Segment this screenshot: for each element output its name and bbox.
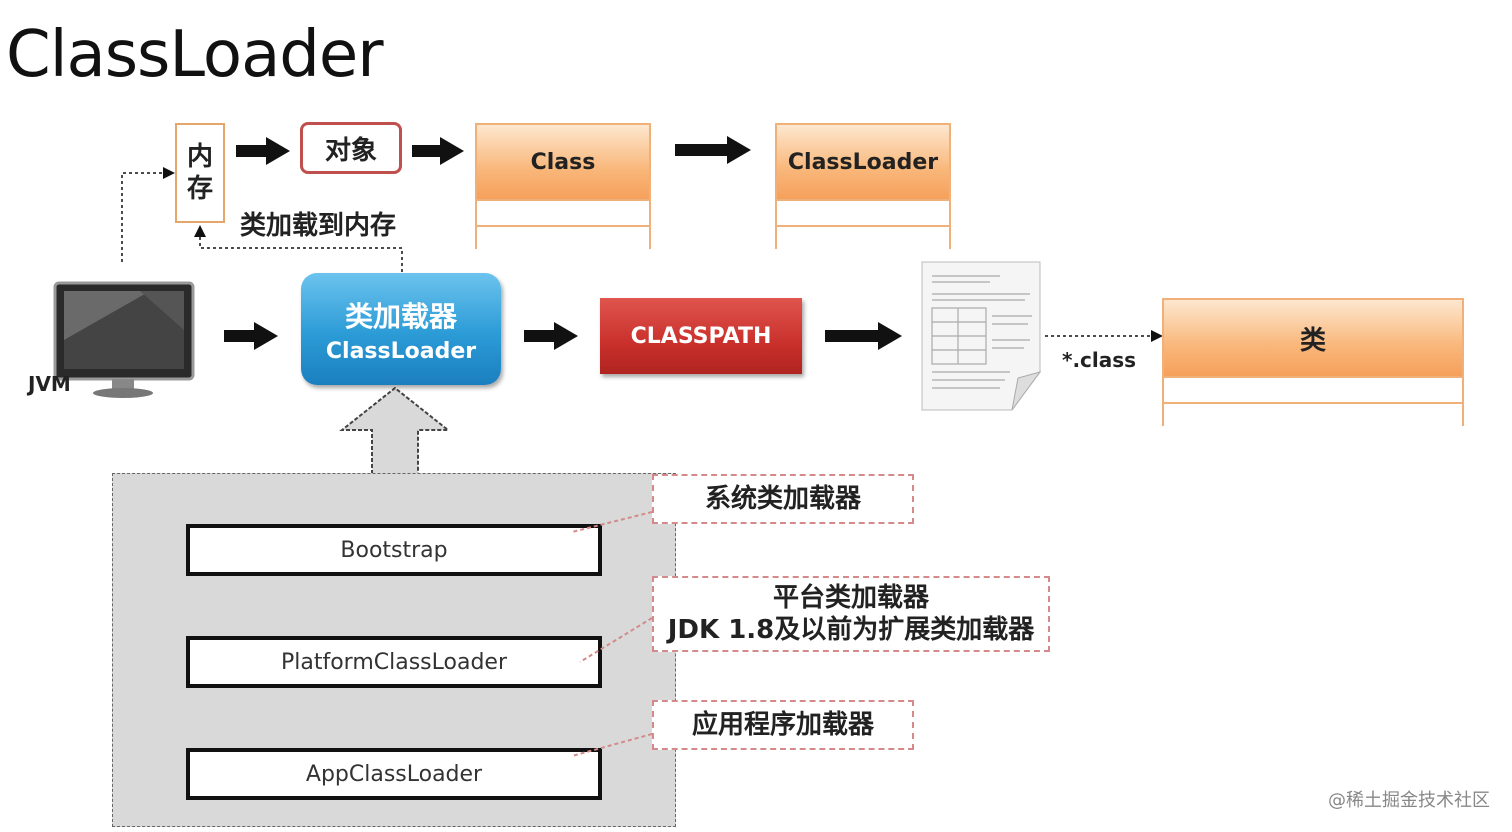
object-box: 对象 — [300, 122, 402, 174]
memory-box: 内 存 — [175, 123, 225, 223]
class-uml-box: Class — [475, 123, 651, 251]
app-loader-box: AppClassLoader — [186, 748, 602, 800]
document-icon — [921, 261, 1042, 411]
up-arrow-from-loaders — [339, 386, 451, 474]
callout-system-loader-text: 系统类加载器 — [704, 484, 861, 514]
platform-loader-label: PlatformClassLoader — [280, 649, 507, 675]
dashed-connectors — [121, 167, 1163, 342]
class-loader-title: 类加载器 — [344, 299, 457, 333]
callout-platform-loader-line2: JDK 1.8及以前为扩展类加载器 — [667, 615, 1035, 645]
monitor-icon — [53, 281, 195, 398]
callout-app-loader-text: 应用程序加载器 — [691, 710, 874, 740]
arrow-object-to-class — [412, 137, 464, 165]
arrow-memory-to-object — [236, 137, 290, 165]
classpath-box: CLASSPATH — [600, 298, 802, 374]
dashed-jvm-to-memory — [121, 167, 175, 262]
class-target-row — [1164, 404, 1462, 428]
load-to-memory-label: 类加载到内存 — [240, 211, 397, 241]
class-target-uml-box: 类 — [1162, 298, 1464, 428]
callout-platform-loader: 平台类加载器 JDK 1.8及以前为扩展类加载器 — [652, 576, 1050, 652]
page-title: ClassLoader — [6, 18, 384, 92]
class-target-row — [1164, 378, 1462, 404]
jvm-label: JVM — [28, 372, 71, 396]
class-uml-row — [477, 201, 649, 227]
classpath-label: CLASSPATH — [630, 323, 772, 349]
bootstrap-loader-label: Bootstrap — [340, 537, 448, 563]
bootstrap-loader-box: Bootstrap — [186, 524, 602, 576]
callout-platform-loader-line1: 平台类加载器 — [772, 583, 929, 613]
arrow-jvm-to-loader — [224, 322, 278, 350]
classloader-uml-header: ClassLoader — [777, 125, 949, 201]
callout-system-loader: 系统类加载器 — [652, 474, 914, 524]
memory-label-line1: 内 — [186, 142, 213, 172]
dashed-loader-to-memory — [194, 225, 403, 272]
app-loader-label: AppClassLoader — [305, 761, 483, 787]
classloader-uml-row — [777, 201, 949, 227]
arrow-classpath-to-file — [825, 322, 902, 350]
callout-app-loader: 应用程序加载器 — [652, 700, 914, 750]
class-file-label: *.class — [1062, 348, 1137, 372]
classloader-uml-row — [777, 227, 949, 251]
arrow-class-to-classloader — [675, 136, 751, 164]
arrow-loader-to-classpath — [524, 322, 578, 350]
class-uml-header: Class — [477, 125, 649, 201]
class-uml-row — [477, 227, 649, 251]
memory-label-line2: 存 — [186, 174, 213, 204]
watermark: @稀土掘金技术社区 — [1328, 790, 1490, 811]
class-target-header: 类 — [1164, 300, 1462, 378]
thick-arrows — [224, 136, 902, 350]
classloader-uml-box: ClassLoader — [775, 123, 951, 251]
class-loader-subtitle: ClassLoader — [325, 338, 477, 364]
object-label: 对象 — [324, 135, 377, 166]
class-loader-box: 类加载器 ClassLoader — [301, 273, 501, 385]
platform-loader-box: PlatformClassLoader — [186, 636, 602, 688]
